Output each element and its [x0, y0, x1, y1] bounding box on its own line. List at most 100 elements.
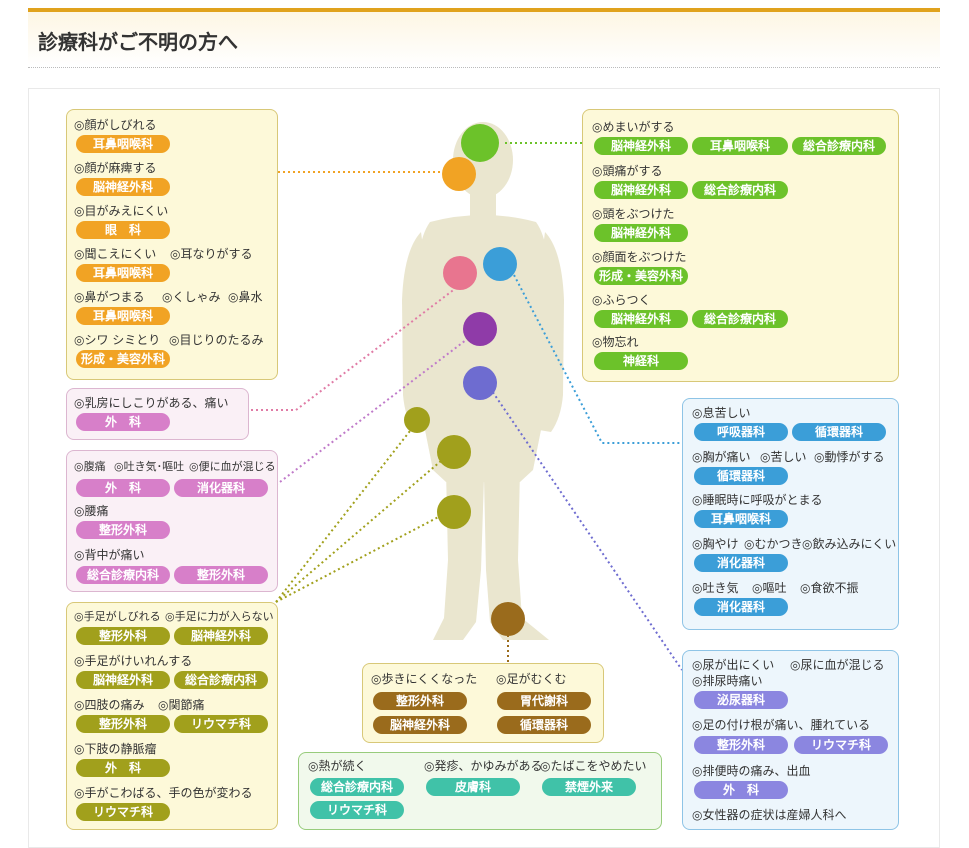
symptom-text: ◎吐き気･嘔吐 [114, 460, 185, 473]
department-button[interactable]: 脳神経外科 [594, 181, 688, 199]
marker-foot [491, 602, 525, 636]
department-button[interactable]: リウマチ科 [794, 736, 888, 754]
department-button[interactable]: 循環器科 [694, 467, 788, 485]
department-button[interactable]: 胃代謝科 [497, 692, 591, 710]
department-button[interactable]: リウマチ科 [76, 803, 170, 821]
department-button[interactable]: 耳鼻咽喉科 [76, 135, 170, 153]
symptom-text: ◎鼻がつまる [74, 290, 145, 304]
symptom-text: ◎たばこをやめたい [540, 759, 647, 773]
body-leg-left [433, 470, 484, 640]
department-button[interactable]: 整形外科 [174, 566, 268, 584]
symptom-text: ◎シワ シミとり [74, 333, 161, 347]
marker-chest [483, 247, 517, 281]
symptom-text: ◎めまいがする [592, 120, 675, 134]
department-button[interactable]: 耳鼻咽喉科 [694, 510, 788, 528]
body-arm-left [402, 232, 430, 432]
department-button[interactable]: 循環器科 [497, 716, 591, 734]
department-button[interactable]: 整形外科 [694, 736, 788, 754]
symptom-text: ◎排尿時痛い [692, 674, 763, 688]
department-button[interactable]: 皮膚科 [426, 778, 520, 796]
symptom-text: ◎便に血が混じる [189, 460, 276, 473]
department-button[interactable]: 整形外科 [76, 627, 170, 645]
department-button[interactable]: 禁煙外来 [542, 778, 636, 796]
symptom-text: ◎動悸がする [814, 450, 885, 464]
department-button[interactable]: 形成・美容外科 [594, 267, 688, 285]
department-button[interactable]: 総合診療内科 [174, 671, 268, 689]
symptom-text: ◎頭痛がする [592, 164, 663, 178]
body-torso [417, 215, 549, 482]
department-button[interactable]: 整形外科 [76, 521, 170, 539]
symptom-text: ◎背中が痛い [74, 548, 145, 562]
symptom-text: ◎飲み込みにくい [802, 537, 897, 551]
department-button[interactable]: 脳神経外科 [76, 178, 170, 196]
department-button[interactable]: 消化器科 [174, 479, 268, 497]
department-button[interactable]: 消化器科 [694, 554, 788, 572]
symptom-text: ◎胸やけ [692, 537, 739, 551]
department-button[interactable]: 耳鼻咽喉科 [692, 137, 788, 155]
body-neck [470, 190, 496, 216]
symptom-text: ◎尿が出にくい [692, 658, 775, 672]
body-leg-right [484, 470, 549, 640]
marker-hand [404, 407, 430, 433]
department-button[interactable]: 脳神経外科 [594, 310, 688, 328]
symptom-text: ◎顔面をぶつけた [592, 250, 687, 264]
symptom-text: ◎顔が麻痺する [74, 161, 157, 175]
department-button[interactable]: 呼吸器科 [694, 423, 788, 441]
marker-abdomen [463, 312, 497, 346]
department-button[interactable]: 神経科 [594, 352, 688, 370]
symptom-text: ◎下肢の静脈瘤 [74, 742, 157, 756]
symptom-text: ◎発疹、かゆみがある [424, 759, 543, 773]
symptom-text: ◎排便時の痛み、出血 [692, 764, 811, 778]
department-button[interactable]: リウマチ科 [174, 715, 268, 733]
department-button[interactable]: 脳神経外科 [76, 671, 170, 689]
symptom-text: ◎鼻水 [228, 290, 263, 304]
department-button[interactable]: 外 科 [76, 479, 170, 497]
connector-limbs-1 [275, 421, 418, 603]
department-button[interactable]: 脳神経外科 [594, 224, 688, 242]
department-button[interactable]: 整形外科 [76, 715, 170, 733]
department-button[interactable]: 整形外科 [373, 692, 467, 710]
symptom-text: ◎目じりのたるみ [169, 333, 264, 347]
symptom-text: ◎女性器の症状は産婦人科へ [692, 808, 847, 822]
department-button[interactable]: リウマチ科 [310, 801, 404, 819]
department-button[interactable]: 総合診療内科 [692, 181, 788, 199]
symptom-text: ◎物忘れ [592, 335, 639, 349]
department-button[interactable]: 泌尿器科 [694, 691, 788, 709]
department-button[interactable]: 総合診療内科 [310, 778, 404, 796]
marker-pelvis [463, 366, 497, 400]
marker-knee [437, 495, 471, 529]
symptom-text: ◎ふらつく [592, 293, 651, 307]
symptom-text: ◎手足に力が入らない [165, 610, 274, 623]
department-button[interactable]: 脳神経外科 [174, 627, 268, 645]
department-button[interactable]: 耳鼻咽喉科 [76, 307, 170, 325]
department-button[interactable]: 循環器科 [792, 423, 886, 441]
department-button[interactable]: 外 科 [76, 413, 170, 431]
symptom-text: ◎腹痛 [74, 460, 106, 473]
department-button[interactable]: 総合診療内科 [692, 310, 788, 328]
symptom-text: ◎関節痛 [158, 698, 205, 712]
symptom-text: ◎熱が続く [308, 759, 367, 773]
symptom-text: ◎手足がしびれる [74, 610, 161, 623]
department-button[interactable]: 眼 科 [76, 221, 170, 239]
department-button[interactable]: 脳神経外科 [373, 716, 467, 734]
department-button[interactable]: 脳神経外科 [594, 137, 688, 155]
marker-face [442, 157, 476, 191]
marker-brain [461, 124, 499, 162]
department-button[interactable]: 外 科 [694, 781, 788, 799]
department-button[interactable]: 形成・美容外科 [76, 350, 170, 368]
department-button[interactable]: 総合診療内科 [792, 137, 886, 155]
connector-breast [251, 287, 457, 411]
symptom-text: ◎くしゃみ [162, 290, 221, 304]
symptom-text: ◎歩きにくくなった [371, 672, 478, 686]
department-button[interactable]: 総合診療内科 [76, 566, 170, 584]
marker-thigh [437, 435, 471, 469]
symptom-text: ◎目がみえにくい [74, 204, 169, 218]
body-arm-right [536, 232, 564, 432]
symptom-text: ◎手足がけいれんする [74, 654, 193, 668]
symptom-text: ◎息苦しい [692, 406, 751, 420]
connector-lines [251, 142, 683, 671]
department-button[interactable]: 耳鼻咽喉科 [76, 264, 170, 282]
department-button[interactable]: 消化器科 [694, 598, 788, 616]
department-button[interactable]: 外 科 [76, 759, 170, 777]
